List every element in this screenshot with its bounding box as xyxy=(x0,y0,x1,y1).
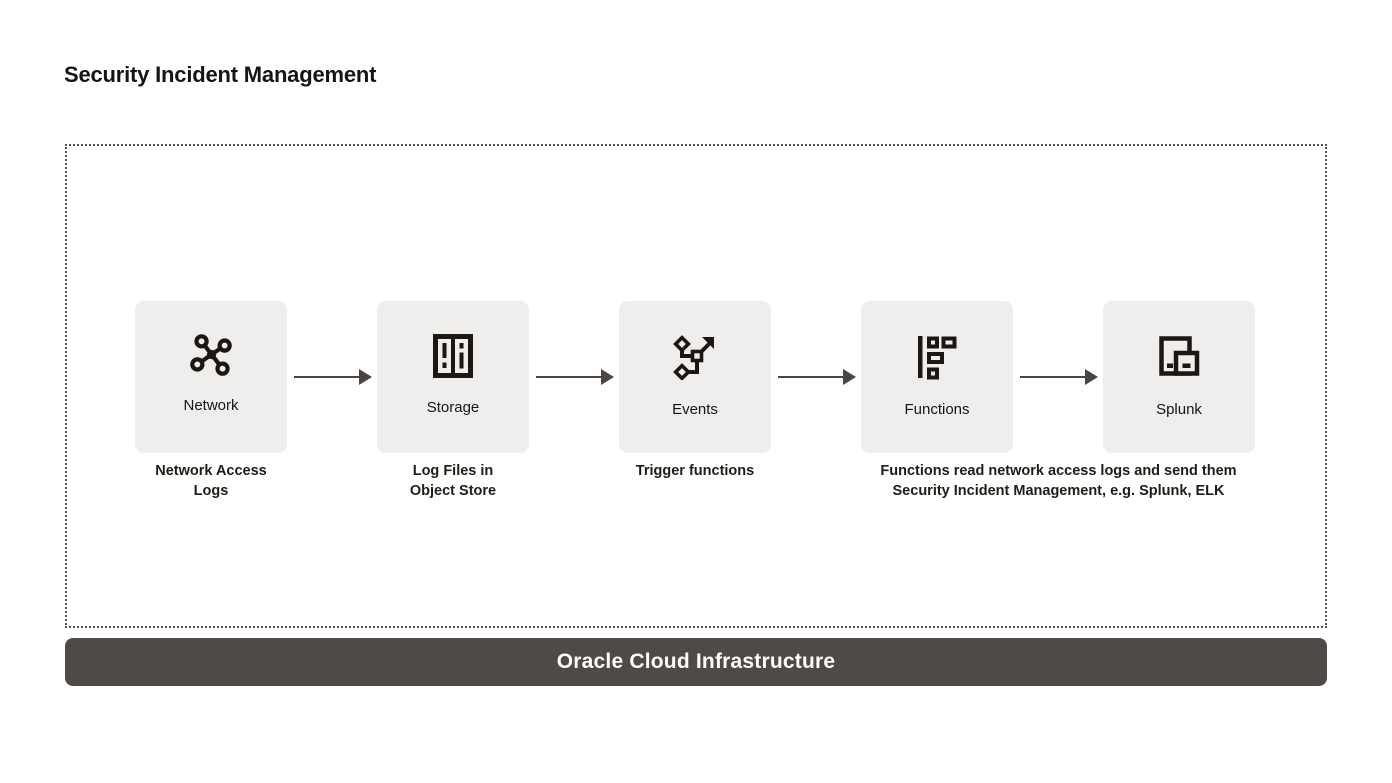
arrow-line xyxy=(1020,375,1087,378)
caption-log-files: Log Files in Object Store xyxy=(409,463,497,499)
events-icon xyxy=(673,335,714,380)
arrow-head-icon xyxy=(601,369,614,385)
arrow-line xyxy=(778,375,845,378)
caption-trigger-functions: Trigger functions xyxy=(635,463,755,479)
splunk-icon xyxy=(1159,336,1200,376)
node-storage: Storage xyxy=(377,301,529,453)
flow-arrow-1 xyxy=(294,369,372,385)
arrow-head-icon xyxy=(359,369,372,385)
node-functions: Functions xyxy=(861,301,1013,453)
node-splunk: Splunk xyxy=(1103,301,1255,453)
arrow-line xyxy=(294,375,361,378)
arrow-head-icon xyxy=(1085,369,1098,385)
node-label: Events xyxy=(672,401,718,418)
oci-footer-label: Oracle Cloud Infrastructure xyxy=(556,650,836,673)
caption-network-access-logs: Network Access Logs xyxy=(155,463,267,499)
node-label: Storage xyxy=(426,399,480,416)
node-network: Network xyxy=(135,301,287,453)
node-label: Splunk xyxy=(1156,401,1202,418)
flow-arrow-3 xyxy=(778,369,856,385)
node-label: Functions xyxy=(904,401,970,418)
page-title: Security Incident Management xyxy=(64,62,377,87)
flow-arrow-4 xyxy=(1020,369,1098,385)
oci-footer-bar: Oracle Cloud Infrastructure xyxy=(65,638,1327,686)
caption-functions-read-logs: Functions read network access logs and s… xyxy=(880,463,1237,499)
network-icon xyxy=(190,334,232,376)
storage-icon xyxy=(433,334,473,378)
arrow-line xyxy=(536,375,603,378)
arrow-head-icon xyxy=(843,369,856,385)
functions-icon xyxy=(918,336,957,380)
node-events: Events xyxy=(619,301,771,453)
node-label: Network xyxy=(183,397,239,414)
flow-arrow-2 xyxy=(536,369,614,385)
